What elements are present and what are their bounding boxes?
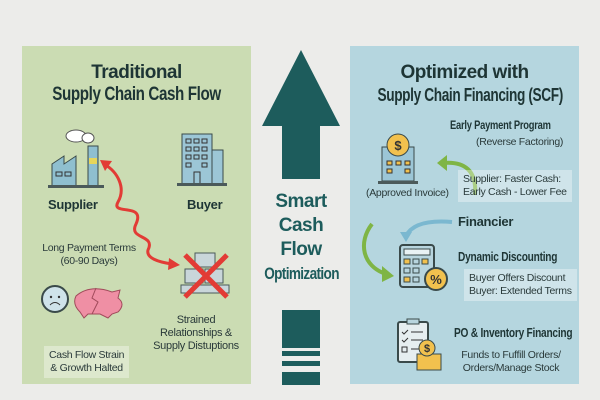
text-line: Relationships & [160,327,232,339]
blue-arrow-icon [400,219,453,242]
text-line: (60-90 Days) [60,255,118,267]
buyer-building-icon [177,133,227,186]
text-line: Smart [275,191,327,212]
text-line: Cash Flow Strain [49,349,125,361]
calculator-percent-icon: % [399,244,448,291]
up-arrow-icon [262,50,340,385]
text-line: & Growth Halted [50,362,123,374]
supplier-label: Supplier [48,197,98,212]
supplier-benefit-note: Supplier: Faster Cash: Early Cash - Lowe… [458,170,572,202]
buyer-label: Buyer [187,197,223,212]
title-line: Traditional [91,62,182,83]
svg-text:$: $ [424,343,430,355]
factory-icon [48,129,104,188]
disrupted-boxes-icon [180,252,230,299]
text-line: Funds to Fuffill Orders/ [461,349,561,361]
early-payment-title: Early Payment Program [450,118,551,132]
dynamic-discounting-note: Buyer Offers Discount Buyer: Extended Te… [464,269,577,301]
text-line: Optimization [264,264,339,283]
text-line: Supplier: Faster Cash: [463,173,561,185]
svg-text:$: $ [394,138,402,153]
text-line: Strained [176,314,216,326]
financier-label: Financier [458,214,514,229]
text-line: Long Payment Terms [42,242,136,254]
svg-text:%: % [430,272,442,287]
scf-panel: Optimized with Supply Chain Financing (S… [350,46,579,384]
text-line: Supply Distuptions [153,340,239,352]
green-curved-arrow-icon [362,222,394,282]
title-line: Supply Chain Financing (SCF) [377,85,563,105]
title-line: Optimized with [400,62,529,83]
smart-cash-flow-label: Smart Cash Flow Optimization [255,190,347,286]
bank-dollar-icon: $ [378,133,418,184]
cash-flow-strain-note: Cash Flow Strain & Growth Halted [44,346,130,378]
text-line: Orders/Manage Stock [462,362,560,374]
clipboard-box-icon: $ [397,318,442,371]
early-payment-subtitle: (Reverse Factoring) [476,136,564,148]
text-line: Flow [280,239,322,260]
po-inventory-note: Funds to Fuffill Orders/ Orders/Manage S… [456,349,566,375]
traditional-title: Traditional Supply Chain Cash Flow [22,62,251,106]
dynamic-discounting-title: Dynamic Discounting [458,249,558,264]
po-inventory-title: PO & Inventory Financing [454,325,573,340]
arrow-base-block [282,310,320,348]
title-line: Supply Chain Cash Flow [52,84,221,105]
green-curved-arrow-icon [437,155,478,196]
text-line: Cash [278,215,324,236]
text-line: Buyer: Extended Terms [469,285,572,297]
traditional-panel: Traditional Supply Chain Cash Flow Suppl… [22,46,251,384]
strained-relationships-text: Strained Relationships & Supply Distupti… [142,314,250,353]
sad-clock-piggy-bank-icon [41,285,123,319]
payment-terms-text: Long Payment Terms (60-90 Days) [34,242,144,268]
broken-flow-arrow-icon [100,160,180,270]
text-line: Early Cash - Lower Fee [463,186,567,198]
approved-invoice-text: (Approved Invoice) [366,187,449,199]
scf-title: Optimized with Supply Chain Financing (S… [350,62,579,106]
text-line: Buyer Offers Discount [469,272,566,284]
